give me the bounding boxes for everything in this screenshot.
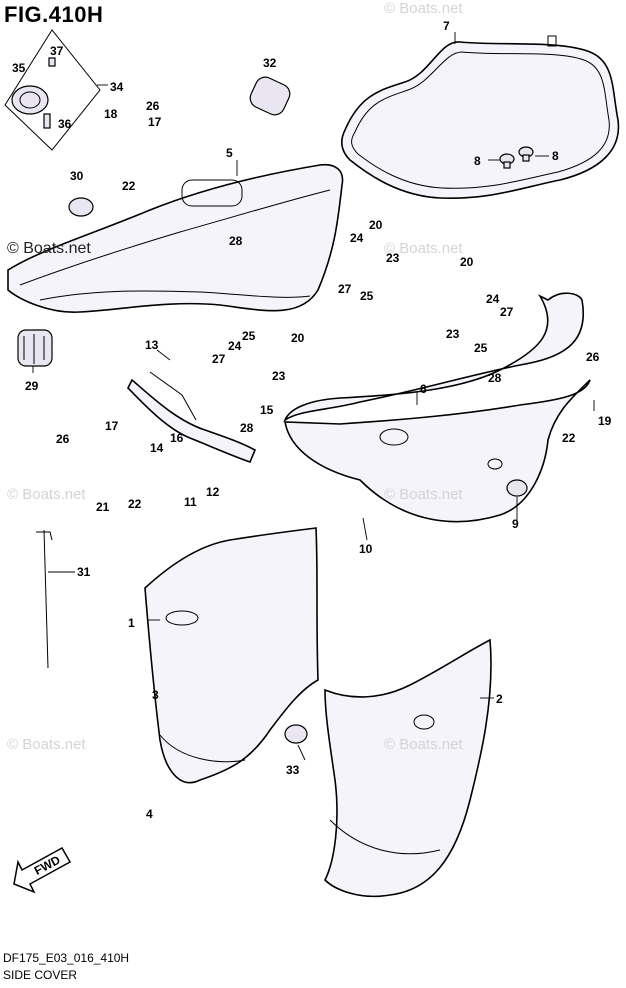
watermark-faint-3: © Boats.net [384, 486, 463, 503]
callout-2: 2 [496, 692, 503, 706]
bracket-13 [127, 371, 257, 464]
callout-32: 32 [263, 56, 277, 70]
callout-28a: 28 [229, 234, 243, 248]
footer-model-code: DF175_E03_016_410H [3, 951, 130, 965]
watermark-faint-1: © Boats.net [384, 240, 463, 257]
callout-14: 14 [150, 441, 164, 455]
lower-cover-left-1 [144, 527, 319, 784]
callout-10: 10 [359, 542, 373, 556]
callout-25a: 25 [360, 289, 374, 303]
callout-8a: 8 [474, 154, 481, 168]
callout-37: 37 [50, 44, 64, 58]
callout-27c: 27 [212, 352, 226, 366]
callout-1: 1 [128, 616, 135, 630]
callout-9: 9 [512, 517, 519, 531]
lower-cover-right-2 [324, 638, 492, 898]
callout-28b: 28 [488, 371, 502, 385]
callout-34: 34 [110, 80, 124, 94]
callout-labels: 1 2 3 4 5 6 7 8 8 9 10 11 12 13 14 15 16… [12, 19, 612, 821]
callout-36: 36 [58, 117, 72, 131]
callout-28c: 28 [240, 421, 254, 435]
plug-30 [68, 197, 94, 217]
callout-17b: 17 [105, 419, 119, 433]
callout-25b: 25 [474, 341, 488, 355]
inset-box-34 [4, 29, 101, 151]
callout-24c: 24 [228, 339, 242, 353]
callout-26c: 26 [586, 350, 600, 364]
callout-20c: 20 [291, 331, 305, 345]
callout-17a: 17 [148, 115, 162, 129]
grommet-8b [518, 146, 534, 162]
callout-6: 6 [420, 382, 427, 396]
callout-5: 5 [226, 146, 233, 160]
callout-23c: 23 [272, 369, 286, 383]
callout-19: 19 [598, 414, 612, 428]
callout-15: 15 [260, 403, 274, 417]
cable-tie-31 [36, 529, 53, 669]
callout-35: 35 [12, 61, 26, 75]
callout-29: 29 [25, 379, 39, 393]
callout-20a: 20 [369, 218, 383, 232]
watermark-faint-2: © Boats.net [7, 486, 86, 503]
callout-4: 4 [146, 807, 153, 821]
ring-33 [284, 724, 308, 744]
callout-16: 16 [170, 431, 184, 445]
callout-27b: 27 [500, 305, 514, 319]
callout-25c: 25 [242, 329, 256, 343]
callout-18: 18 [104, 107, 118, 121]
callout-26b: 26 [56, 432, 70, 446]
callout-21: 21 [96, 500, 110, 514]
callout-26a: 26 [146, 99, 160, 113]
fwd-arrow-icon: FWD [13, 846, 72, 894]
grommet-8a [499, 153, 515, 169]
footer-figure-name: SIDE COVER [3, 968, 78, 982]
watermark-faint-6: © Boats.net [384, 0, 463, 17]
seal-ring-7 [340, 35, 620, 200]
callout-20b: 20 [460, 255, 474, 269]
figure-title: FIG.410H [4, 2, 104, 27]
callout-33: 33 [286, 763, 300, 777]
watermark-faint-5: © Boats.net [384, 736, 463, 753]
callout-22b: 22 [128, 497, 142, 511]
callout-30: 30 [70, 169, 84, 183]
side-cover-upper-5 [7, 163, 344, 313]
callout-24b: 24 [486, 292, 500, 306]
callout-8b: 8 [552, 149, 559, 163]
callout-31: 31 [77, 565, 91, 579]
callout-12: 12 [206, 485, 220, 499]
callout-22c: 22 [562, 431, 576, 445]
callout-7: 7 [443, 19, 450, 33]
callout-3: 3 [152, 688, 159, 702]
watermark-primary: © Boats.net [7, 240, 91, 257]
callout-23a: 23 [386, 251, 400, 265]
callout-27a: 27 [338, 282, 352, 296]
watermark-faint-4: © Boats.net [7, 736, 86, 753]
callout-13: 13 [145, 338, 159, 352]
leader-lines [32, 32, 595, 761]
callout-22a: 22 [122, 179, 136, 193]
callout-11: 11 [184, 495, 197, 509]
callout-23b: 23 [446, 327, 460, 341]
grommet-32 [249, 76, 291, 116]
plug-9 [506, 479, 528, 497]
callout-24a: 24 [350, 231, 364, 245]
grommet-29 [17, 329, 53, 367]
